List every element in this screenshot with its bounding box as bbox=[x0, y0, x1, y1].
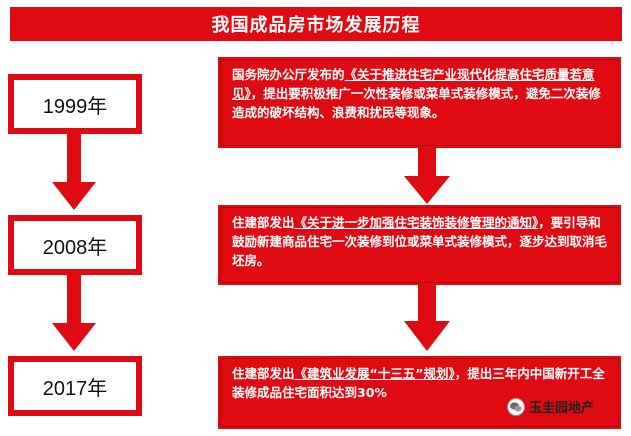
timeline-arrow-1999-2008 bbox=[52, 134, 96, 210]
description-pre: 住建部发出 bbox=[232, 215, 295, 230]
description-pre: 国务院办公厅发布的 bbox=[232, 67, 345, 82]
watermark-label: 玉圭园地产 bbox=[529, 401, 595, 416]
year-label: 2008年 bbox=[42, 236, 108, 259]
year-box-1999: 1999年 bbox=[8, 74, 142, 134]
description-post: ，提出三年内中国新开工全装修成品住宅面积达到30% bbox=[232, 366, 605, 400]
milestone-description-1999: 国务院办公厅发布的《关于推进住宅产业现代化提高住宅质量若意见》，提出要积极推广一… bbox=[218, 57, 621, 148]
wechat-icon bbox=[507, 397, 525, 416]
document-title: 《关于进一步加强住宅装饰装修管理的通知》 bbox=[294, 215, 539, 230]
policy-arrow-1999-2008 bbox=[404, 148, 450, 204]
watermark: 玉圭园地产 bbox=[507, 397, 594, 416]
year-box-2008: 2008年 bbox=[8, 215, 142, 275]
milestone-description-2017: 住建部发出《建筑业发展“十三五”规划》，提出三年内中国新开工全装修成品住宅面积达… bbox=[218, 356, 621, 429]
timeline-arrow-2008-2017 bbox=[52, 275, 96, 351]
policy-arrow-2008-2017 bbox=[404, 285, 450, 351]
year-label: 1999年 bbox=[42, 95, 108, 118]
document-title: 《关于推进住宅产业现代化提高住宅质量若意见》 bbox=[232, 67, 595, 101]
document-title: 《建筑业发展“十三五”规划》 bbox=[294, 366, 455, 381]
description-post: ，提出要积极推广一次性装修或菜单式装修模式，避免二次装修造成的破坏结构、浪费和扰… bbox=[232, 86, 601, 120]
description-post: ，要引导和鼓励新建商品住宅一次装修到位或菜单式装修模式，逐步达到取消毛坯房。 bbox=[232, 215, 608, 268]
year-box-2017: 2017年 bbox=[8, 356, 142, 416]
milestone-description-2008: 住建部发出《关于进一步加强住宅装饰装修管理的通知》，要引导和鼓励新建商品住宅一次… bbox=[218, 205, 621, 285]
year-label: 2017年 bbox=[42, 377, 108, 400]
description-pre: 住建部发出 bbox=[232, 366, 295, 381]
page-title: 我国成品房市场发展历程 bbox=[10, 7, 622, 41]
